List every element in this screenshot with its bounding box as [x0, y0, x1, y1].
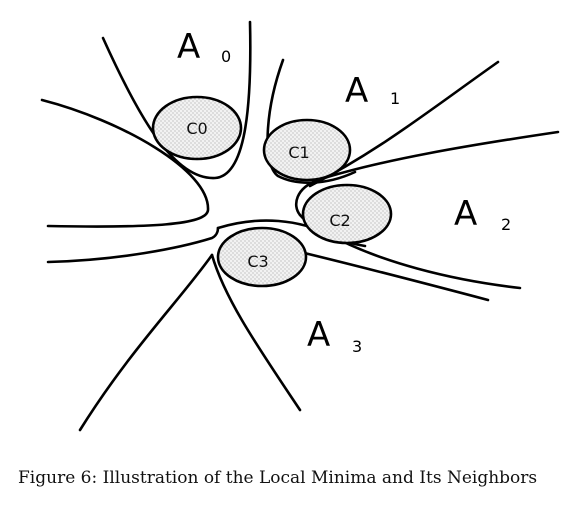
svg-text:3: 3 [352, 337, 362, 356]
cluster-c0 [151, 95, 243, 161]
cluster-label-c3: C3 [247, 252, 268, 271]
svg-text:1: 1 [390, 89, 400, 108]
boundary-a3-right [290, 248, 490, 302]
clusters [151, 95, 393, 288]
region-label-a0: A 0 [177, 27, 231, 67]
svg-text:A: A [307, 315, 330, 355]
figure-caption: Figure 6: Illustration of the Local Mini… [18, 468, 538, 488]
region-label-a1: A 1 [345, 71, 400, 111]
boundary-a0 [101, 20, 252, 180]
svg-text:2: 2 [501, 215, 511, 234]
cluster-label-c1: C1 [288, 143, 309, 162]
svg-text:A: A [454, 194, 477, 234]
cluster-label-c2: C2 [329, 211, 350, 230]
cluster-c3 [216, 226, 308, 288]
boundary-a1-left [266, 58, 357, 184]
svg-text:A: A [177, 27, 200, 67]
boundary-left-upper [40, 98, 210, 228]
boundary-a2-top [295, 130, 560, 217]
cluster-c1 [262, 118, 352, 182]
region-label-a3: A 3 [307, 315, 362, 356]
boundary-a3-left [78, 253, 214, 432]
region-label-a2: A 2 [454, 194, 511, 234]
boundary-a3-right-edge [210, 253, 302, 412]
svg-text:0: 0 [221, 47, 231, 66]
boundary-left-lower [46, 226, 220, 264]
cluster-label-c0: C0 [186, 119, 207, 138]
svg-text:A: A [345, 71, 368, 111]
boundary-curves [40, 20, 560, 432]
cluster-c2 [301, 183, 393, 245]
local-minima-diagram: C0 C1 C2 C3 A 0 A 1 A 2 A 3 [40, 20, 560, 432]
